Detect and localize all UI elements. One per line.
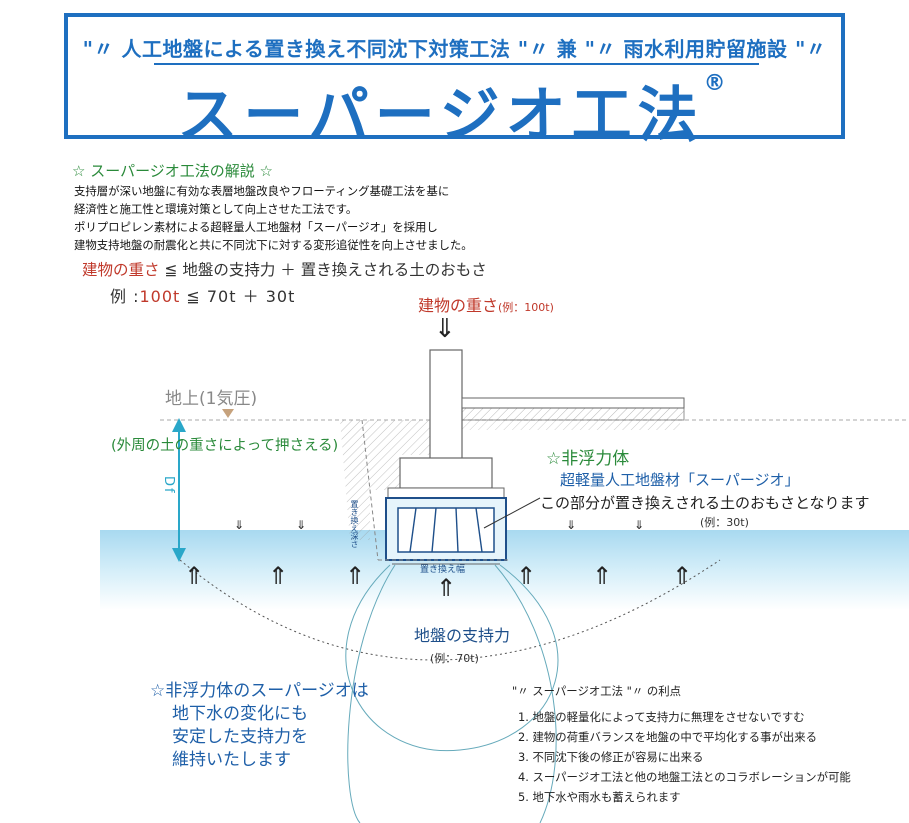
- bearing-up-arrow-icon: ⇑: [184, 562, 205, 590]
- soil-hatch: [340, 420, 430, 540]
- floor-slab: [461, 407, 685, 421]
- formula-example-prefix: 例 :: [110, 287, 140, 306]
- supergeo-rib: [409, 507, 417, 553]
- replace-width-label: 置き換え幅: [420, 565, 466, 575]
- water-pressure-icon: ⇓: [296, 518, 307, 532]
- advantage-item: 5. 地下水や雨水も蓄えられます: [518, 790, 681, 804]
- non-buoyant-label: ☆非浮力体: [546, 449, 630, 469]
- water-pressure-icon: ⇓: [566, 518, 577, 532]
- building-weight-example: (例：100t): [498, 301, 554, 314]
- advantage-item: 1. 地盤の軽量化によって支持力に無理をさせないですむ: [518, 710, 805, 724]
- soil-press-label: (外周の土の重さによって押さえる): [111, 438, 339, 454]
- supergeo-rib: [475, 507, 483, 553]
- title-box: "〃 人工地盤による置き換え不同沈下対策工法 "〃 兼 "〃 雨水利用貯留施設 …: [64, 13, 845, 151]
- footing: [399, 457, 493, 489]
- description-line: 支持層が深い地盤に有効な表層地盤改良やフローティング基礎工法を基に: [74, 184, 450, 198]
- note: ☆非浮力体のスーパージオは 地下水の変化にも 安定した支持力を 維持いたします: [150, 680, 369, 772]
- df-label: Df: [161, 476, 176, 495]
- formula-example-v3: 30t: [265, 287, 296, 306]
- advantage-item: 2. 建物の荷重バランスを地盤の中で平均化する事が出来る: [518, 730, 818, 744]
- advantage-item: 3. 不同沈下後の修正が容易に出来る: [518, 750, 704, 764]
- building-slab: [461, 397, 685, 409]
- bearing-arc: [347, 564, 396, 823]
- formula-op: ≦: [180, 287, 207, 306]
- note-line: ☆非浮力体のスーパージオは: [150, 681, 369, 701]
- advantages: "〃 スーパージオ工法 "〃 の利点 1. 地盤の軽量化によって支持力に無理をさ…: [512, 683, 851, 809]
- leader-line: [483, 497, 541, 529]
- registered-mark: ®: [703, 71, 732, 96]
- replaced-part-label: この部分が置き換えされる土のおもさとなります: [540, 494, 870, 512]
- bearing-arc: [345, 564, 559, 752]
- main-title: スーパージオ工法®: [68, 67, 841, 154]
- bearing-up-arrow-icon: ⇑: [672, 562, 693, 590]
- supergeo-rib: [455, 507, 459, 553]
- bearing-up-arrow-icon: ⇑: [592, 562, 613, 590]
- advantages-heading: "〃 スーパージオ工法 "〃 の利点: [512, 684, 682, 698]
- formula-op: ＋: [275, 261, 301, 279]
- description-heading: ☆ スーパージオ工法の解説 ☆: [72, 162, 273, 180]
- formula-example-v1: 100t: [139, 287, 181, 306]
- subtitle-underline: [154, 63, 759, 65]
- description-line: 経済性と施工性と環境対策として向上させた工法です。: [74, 202, 358, 216]
- soil-hatch: [462, 420, 680, 430]
- formula-example-v2: 70t: [206, 287, 237, 306]
- replaced-example-label: (例：30t): [700, 516, 749, 529]
- formula: 建物の重さ ≦ 地盤の支持力 ＋ 置き換えされる土のおもさ: [82, 258, 487, 280]
- formula-term-building: 建物の重さ: [82, 261, 160, 279]
- bearing-up-arrow-icon: ⇑: [345, 562, 366, 590]
- formula-op: ＋: [236, 287, 266, 306]
- supergeo-rib: [431, 507, 437, 553]
- note-line: 安定した支持力を: [172, 727, 308, 747]
- building-weight-label: 建物の重さ(例：100t): [418, 292, 554, 316]
- formula-term-bearing: 地盤の支持力: [182, 261, 276, 279]
- main-title-text: スーパージオ工法: [177, 81, 704, 151]
- formula-example: 例 :100t ≦ 70t ＋ 30t: [110, 283, 295, 307]
- ground-level-marker: [222, 409, 234, 418]
- bearing-label: 地盤の支持力: [414, 626, 511, 645]
- replace-depth-label: 置き換え深さ: [350, 500, 359, 548]
- bearing-up-arrow-icon: ⇑: [436, 574, 457, 602]
- description-line: 建物支持地盤の耐震化と共に不同沈下に対する変形追従性を向上させました。: [74, 238, 473, 252]
- formula-op: ≦: [159, 261, 183, 279]
- subtitle: "〃 人工地盤による置き換え不同沈下対策工法 "〃 兼 "〃 雨水利用貯留施設 …: [82, 37, 827, 61]
- note-line: 維持いたします: [172, 750, 291, 770]
- bearing-up-arrow-icon: ⇑: [268, 562, 289, 590]
- advantage-item: 4. スーパージオ工法と他の地盤工法とのコラボレーションが可能: [518, 770, 851, 784]
- df-arrow-head: [172, 548, 186, 562]
- material-label: 超軽量人工地盤材「スーパージオ」: [560, 471, 800, 489]
- note-line: 地下水の変化にも: [172, 704, 308, 724]
- ground-level-label: 地上(1気圧): [165, 389, 258, 409]
- building-weight-text: 建物の重さ: [418, 296, 499, 315]
- bearing-arc: [494, 564, 557, 823]
- down-arrow-icon: ⇓: [434, 314, 456, 344]
- df-arrow-head: [172, 418, 186, 432]
- description-line: ポリプロピレン素材による超軽量人工地盤材「スーパージオ」を採用し: [74, 220, 438, 234]
- bearing-up-arrow-icon: ⇑: [516, 562, 537, 590]
- supergeo-inner: [397, 507, 495, 553]
- bearing-example-label: (例：70t): [430, 652, 479, 665]
- replace-boundary: [361, 419, 379, 561]
- water-pressure-icon: ⇓: [234, 518, 245, 532]
- formula-term-soil: 置き換えされる土のおもさ: [300, 261, 487, 279]
- footing-base: [387, 487, 505, 499]
- building-column: [429, 349, 463, 461]
- water-pressure-icon: ⇓: [634, 518, 645, 532]
